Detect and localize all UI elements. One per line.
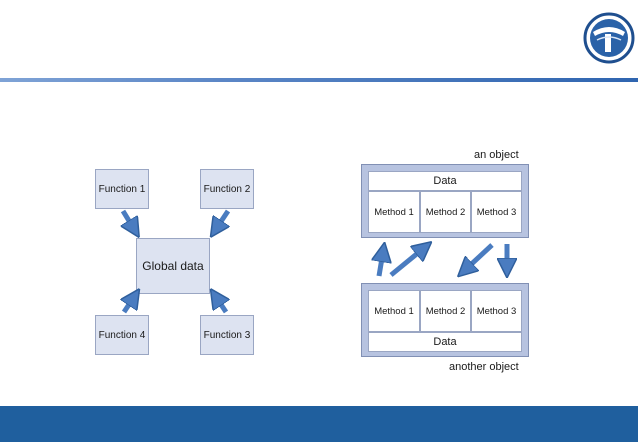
top-method-2-cell: Method 2 (420, 191, 471, 233)
function-4-box: Function 4 (95, 315, 149, 355)
bottom-method-1-label: Method 1 (374, 305, 414, 317)
header-divider (0, 78, 638, 82)
function-1-label: Function 1 (98, 183, 146, 195)
function-2-box: Function 2 (200, 169, 254, 209)
bottom-method-2-cell: Method 2 (420, 290, 471, 332)
bottom-method-2-label: Method 2 (425, 305, 466, 317)
function-2-label: Function 2 (203, 183, 251, 195)
global-data-label: Global data (142, 259, 204, 273)
top-object: Data Method 1 Method 2 Method 3 (361, 164, 529, 238)
bottom-object-caption: another object (449, 361, 519, 373)
arrow-down-diagonal (465, 243, 494, 270)
function-4-label: Function 4 (98, 329, 146, 341)
global-data-box: Global data (136, 238, 210, 294)
top-object-data-cell: Data (368, 171, 522, 191)
bottom-object: Method 1 Method 2 Method 3 Data (361, 283, 529, 357)
bottom-method-3-label: Method 3 (476, 305, 517, 317)
top-object-data-label: Data (433, 175, 457, 187)
footer-bar (0, 406, 638, 442)
university-logo (583, 12, 635, 64)
bottom-method-1-cell: Method 1 (368, 290, 420, 332)
function-3-box: Function 3 (200, 315, 254, 355)
arrow-up-left (379, 252, 383, 277)
bottom-method-3-cell: Method 3 (471, 290, 522, 332)
top-object-caption: an object (474, 149, 519, 161)
bottom-object-data-label: Data (433, 336, 457, 348)
arrow-up-diagonal (389, 248, 424, 277)
arrow-function3-to-global (216, 297, 226, 314)
arrow-function1-to-global (123, 209, 134, 229)
arrow-function4-to-global (124, 297, 134, 314)
top-method-1-label: Method 1 (374, 206, 414, 218)
bottom-object-data-cell: Data (368, 332, 522, 352)
top-method-2-label: Method 2 (425, 206, 466, 218)
arrow-function2-to-global (216, 209, 231, 229)
top-method-3-cell: Method 3 (471, 191, 522, 233)
function-1-box: Function 1 (95, 169, 149, 209)
top-method-1-cell: Method 1 (368, 191, 420, 233)
top-method-3-label: Method 3 (476, 206, 517, 218)
function-3-label: Function 3 (203, 329, 251, 341)
